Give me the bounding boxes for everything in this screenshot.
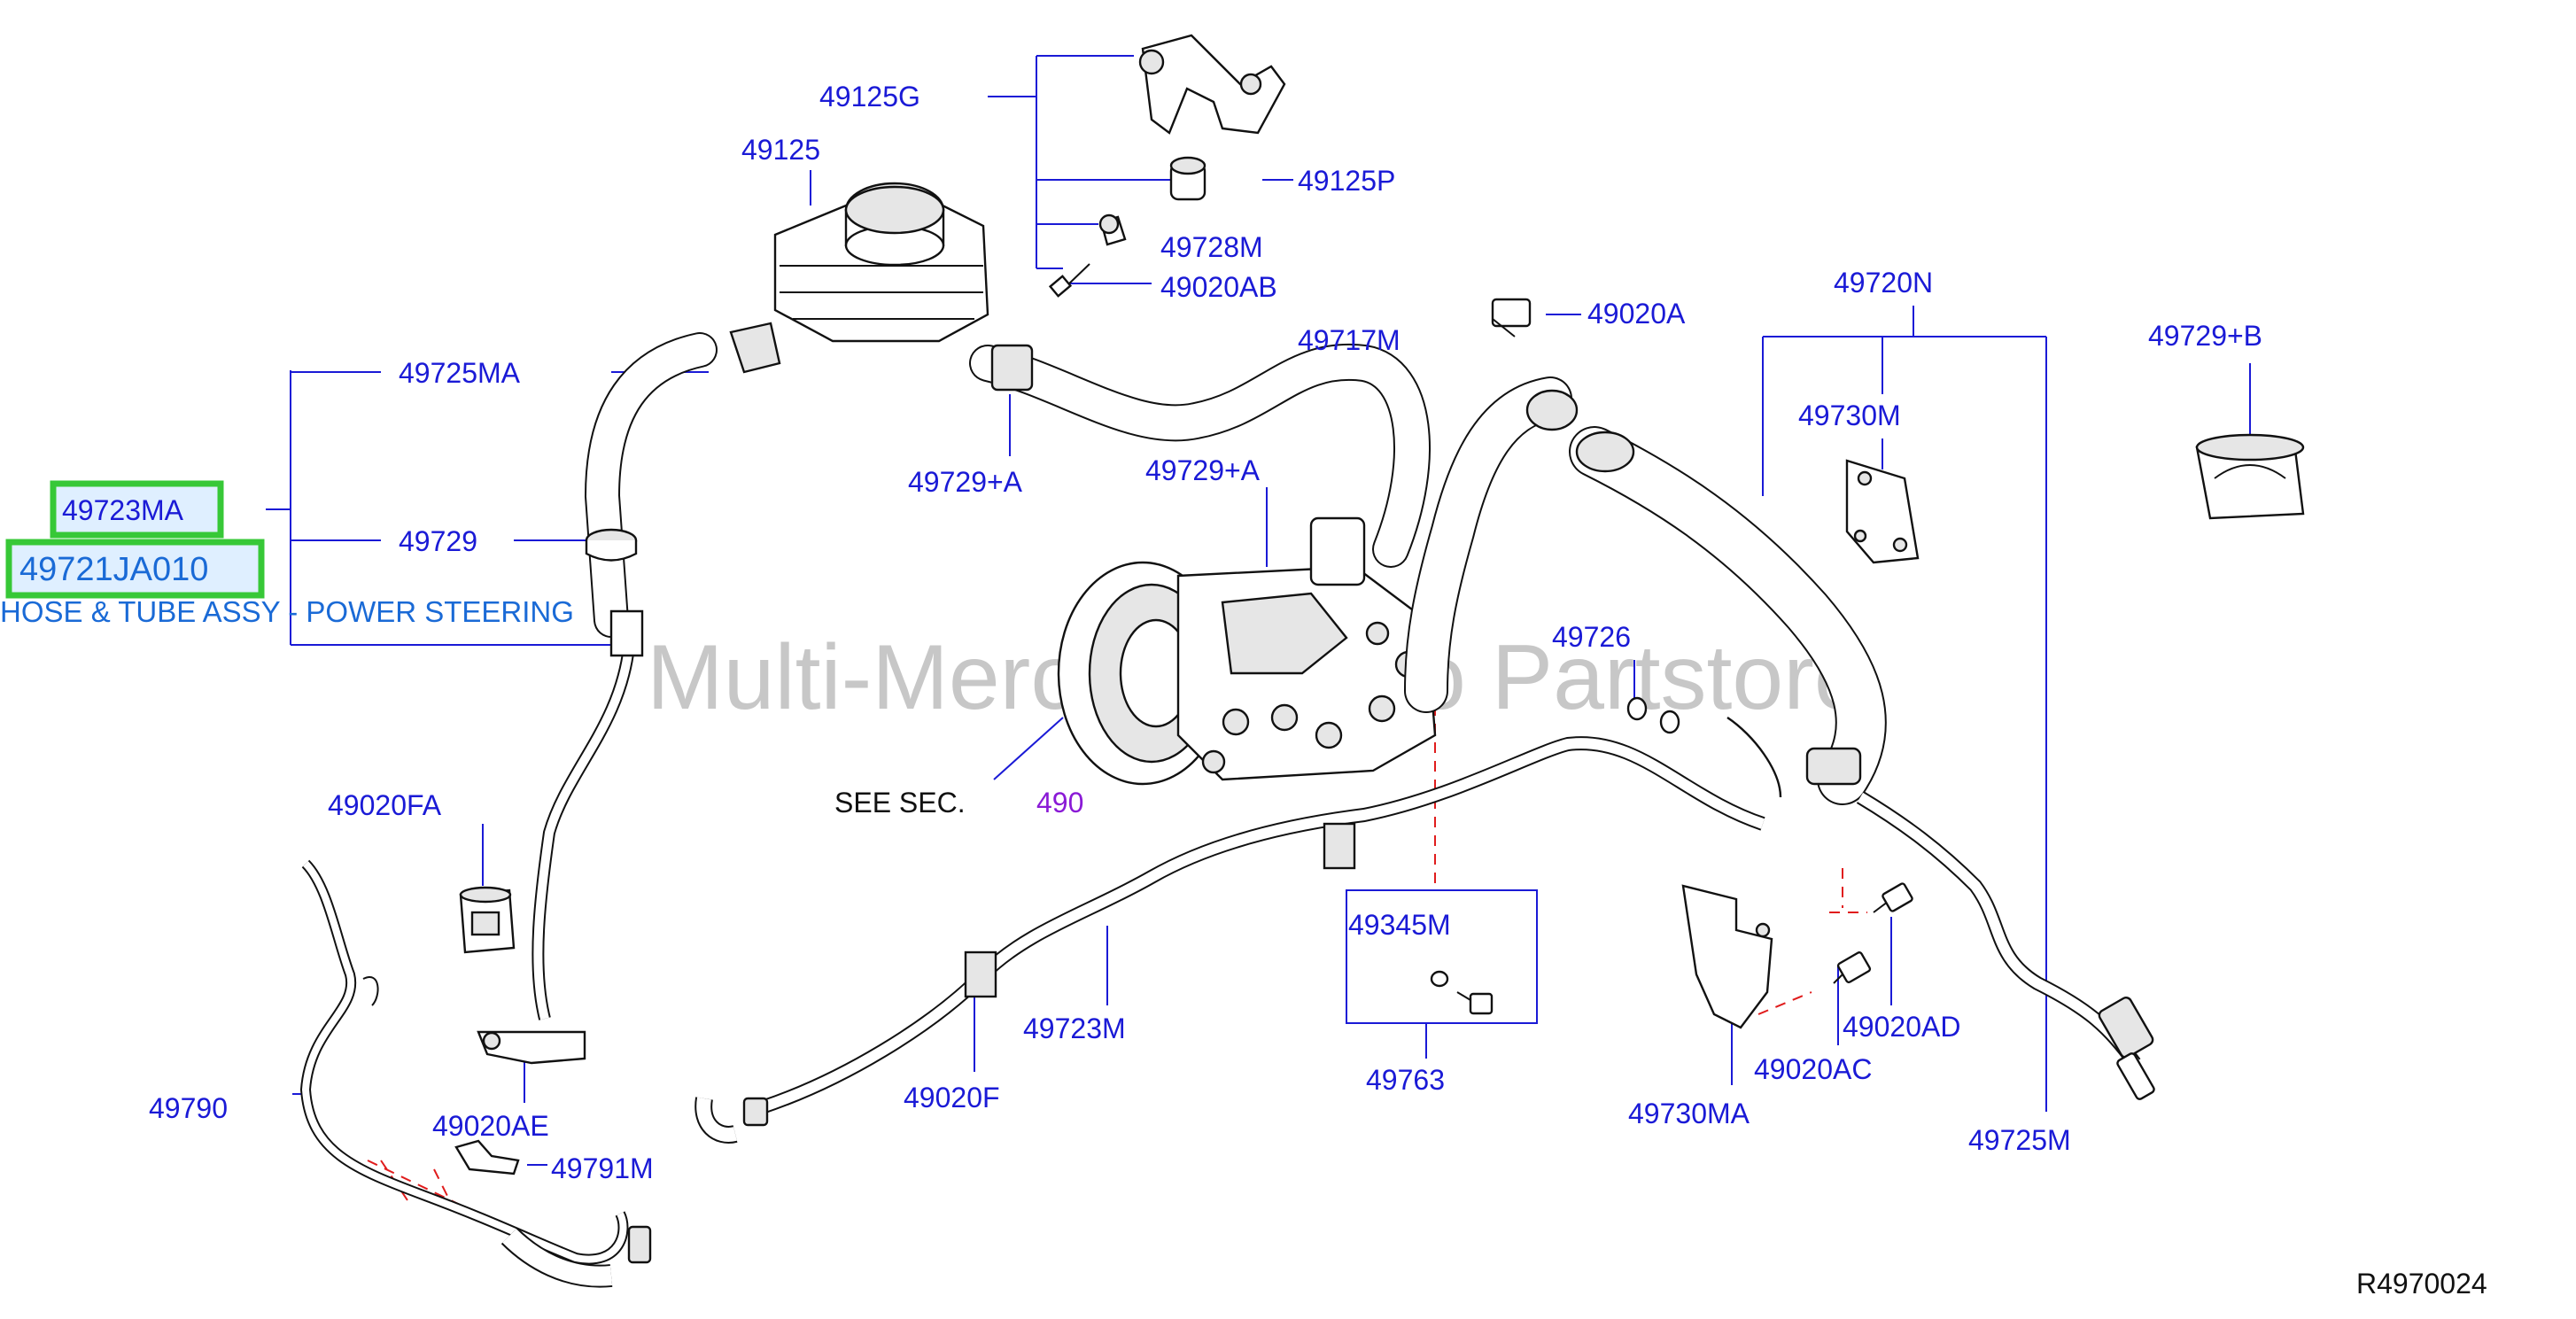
label-49729A-right[interactable]: 49729+A — [1145, 454, 1261, 486]
bracket-49125G — [1138, 34, 1286, 135]
grommet-49728M — [1098, 213, 1127, 246]
diagram-id: R4970024 — [2356, 1268, 2487, 1300]
reservoir-49125 — [773, 182, 989, 343]
part-description: HOSE & TUBE ASSY - POWER STEERING — [0, 595, 574, 628]
clamp-49729 — [585, 528, 638, 562]
highlight-boxes — [5, 480, 265, 599]
label-49725MA[interactable]: 49725MA — [399, 357, 521, 389]
bracket-49020AE — [477, 1030, 586, 1065]
washers-49726 — [1626, 696, 1680, 734]
label-49020A[interactable]: 49020A — [1587, 298, 1686, 330]
label-49720N[interactable]: 49720N — [1834, 267, 1933, 299]
tube-49721JA010 — [531, 609, 644, 1020]
label-49717M[interactable]: 49717M — [1298, 324, 1401, 356]
leader-lines — [266, 55, 2251, 1166]
suction-hose — [1404, 376, 1579, 713]
label-49020AE[interactable]: 49020AE — [432, 1110, 549, 1142]
bracket-49730M — [1845, 459, 1920, 564]
label-49721JA010[interactable]: 49721JA010 — [19, 551, 208, 588]
label-49790[interactable]: 49790 — [149, 1092, 228, 1124]
see-section-text: SEE SEC. — [834, 787, 966, 819]
bracket-49730MA — [1681, 884, 1773, 1029]
label-49723M[interactable]: 49723M — [1023, 1013, 1126, 1044]
label-49725M[interactable]: 49725M — [1968, 1124, 2071, 1156]
label-49125[interactable]: 49125 — [741, 134, 820, 166]
label-49020AC[interactable]: 49020AC — [1754, 1053, 1872, 1085]
label-49345M[interactable]: 49345M — [1348, 909, 1451, 941]
label-49763[interactable]: 49763 — [1366, 1064, 1445, 1096]
label-49020AD[interactable]: 49020AD — [1843, 1011, 1960, 1043]
bolt-49020AC — [1833, 951, 1872, 984]
tube-49723M — [694, 736, 1765, 1144]
label-49730MA[interactable]: 49730MA — [1628, 1098, 1750, 1129]
label-49728M[interactable]: 49728M — [1160, 231, 1263, 263]
bolt-49020AD — [1873, 882, 1913, 913]
section-number[interactable]: 490 — [1036, 787, 1083, 819]
label-49729A-left[interactable]: 49729+A — [908, 466, 1023, 498]
pipe-49790 — [299, 859, 652, 1288]
label-49730M[interactable]: 49730M — [1798, 400, 1901, 431]
highlight-49721JA010[interactable] — [5, 539, 265, 599]
hose-49717M — [969, 343, 1431, 568]
label-49729[interactable]: 49729 — [399, 525, 477, 557]
hose-49725MA — [584, 322, 781, 638]
fastener-49345M — [1430, 970, 1494, 1015]
bolt-49020A — [1491, 298, 1532, 338]
label-49125P[interactable]: 49125P — [1298, 165, 1395, 197]
power-steering-pump — [1057, 516, 1437, 786]
bolt-49020AB — [1048, 263, 1090, 298]
label-49729B[interactable]: 49729+B — [2148, 320, 2262, 352]
highlight-49723MA[interactable] — [50, 480, 224, 539]
label-49020F[interactable]: 49020F — [904, 1082, 1000, 1113]
label-49726[interactable]: 49726 — [1552, 621, 1631, 653]
hose-49720N — [1569, 426, 1887, 805]
clamp-49020FA — [459, 886, 516, 954]
label-49723MA[interactable]: 49723MA — [62, 494, 184, 526]
clamp-49729B — [2195, 433, 2305, 520]
label-49020AB[interactable]: 49020AB — [1160, 271, 1277, 303]
clip-49791M — [454, 1139, 520, 1175]
callout-labels: 49125G 49125 49125P 49728M 49020AB 49020… — [0, 81, 2487, 1300]
tube-49725M — [1856, 791, 2155, 1100]
label-49125G[interactable]: 49125G — [819, 81, 920, 113]
grommet-49125P — [1169, 156, 1207, 201]
label-49791M[interactable]: 49791M — [551, 1152, 654, 1184]
label-49020FA[interactable]: 49020FA — [328, 789, 442, 821]
